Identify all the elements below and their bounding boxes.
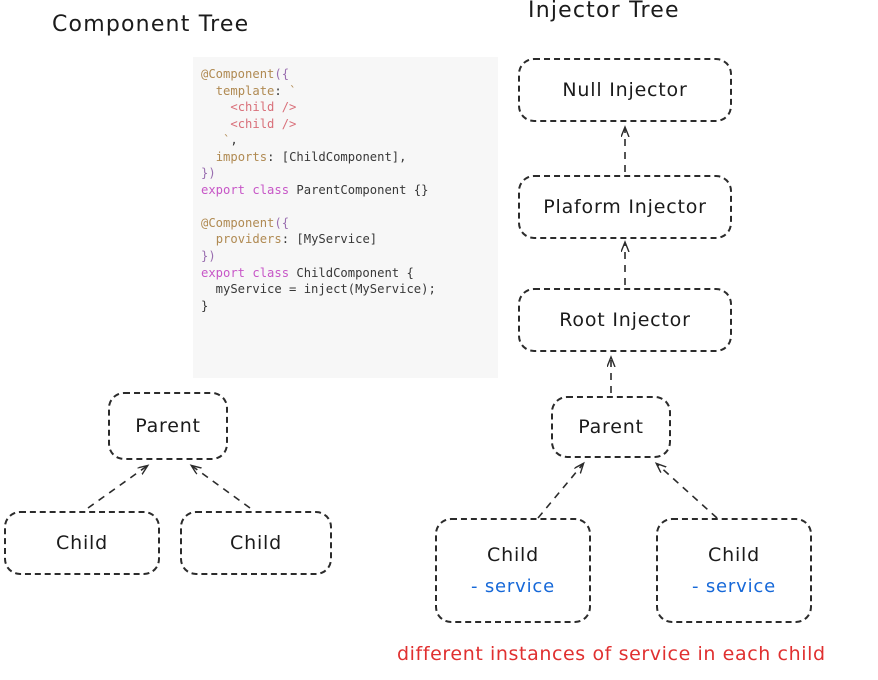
- component-tree-node-child-left[interactable]: Child: [4, 511, 160, 575]
- injector-tree-node-child-right[interactable]: Child - service: [656, 518, 812, 623]
- code-token-punct: ({: [274, 67, 290, 81]
- injector-tree-node-root-injector[interactable]: Root Injector: [518, 288, 732, 352]
- component-tree-title: Component Tree: [52, 12, 250, 37]
- node-service-label: - service: [471, 576, 555, 597]
- node-label: Null Injector: [562, 79, 688, 101]
- component-tree-node-parent[interactable]: Parent: [108, 392, 228, 460]
- code-token-decorator: @Component: [201, 67, 275, 81]
- node-label: Parent: [135, 415, 201, 437]
- code-token-decorator-2: @Component: [201, 215, 275, 230]
- code-token-property-imports: imports: [215, 149, 268, 164]
- arrow-component-child-left-to-parent: [87, 466, 147, 509]
- injector-tree-node-child-left[interactable]: Child - service: [435, 518, 591, 623]
- component-tree-node-child-right[interactable]: Child: [180, 511, 332, 575]
- injector-tree-node-parent[interactable]: Parent: [551, 396, 671, 458]
- arrow-component-child-right-to-parent: [192, 466, 251, 509]
- code-token-property-providers: providers: [215, 232, 282, 247]
- node-label: Child: [230, 532, 282, 554]
- code-token-keyword-export-class-2: export class: [201, 265, 290, 280]
- code-token-keyword-export-class-1: export class: [201, 182, 290, 197]
- node-label: Parent: [578, 416, 644, 438]
- node-label: Child: [708, 544, 760, 566]
- code-snippet-block: @Component({ template: ` <child /> <chil…: [193, 57, 498, 378]
- injector-tree-title: Injector Tree: [528, 0, 680, 23]
- node-label: Root Injector: [559, 309, 691, 331]
- injector-tree-node-platform-injector[interactable]: Plaform Injector: [518, 175, 732, 239]
- node-service-label: - service: [692, 576, 776, 597]
- code-token-tag-child-1: <child />: [230, 100, 297, 115]
- code-token-tag-child-2: <child />: [230, 116, 297, 131]
- caption-note: different instances of service in each c…: [397, 643, 826, 665]
- node-label: Child: [56, 532, 108, 554]
- node-label: Child: [487, 544, 539, 566]
- code-token-property-template: template: [215, 83, 275, 98]
- arrow-injector-child-left-to-parent: [537, 464, 583, 519]
- arrow-injector-child-right-to-parent: [657, 464, 718, 519]
- node-label: Plaform Injector: [543, 196, 707, 218]
- injector-tree-node-null-injector[interactable]: Null Injector: [518, 58, 732, 122]
